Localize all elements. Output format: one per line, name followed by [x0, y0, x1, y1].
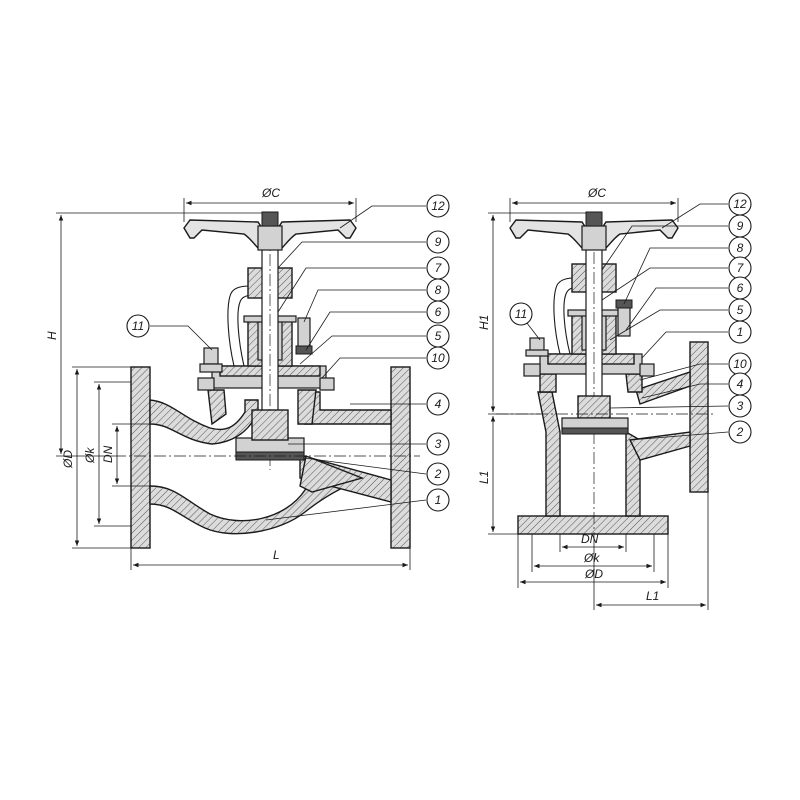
right-handwheel-nut	[585, 211, 603, 227]
right-dim-length-horizontal: L1	[646, 589, 659, 603]
svg-text:9: 9	[737, 219, 744, 233]
right-handwheel-hub	[581, 225, 607, 251]
left-bolt-washer	[199, 363, 223, 373]
left-dim-bolt-circle: Øk	[83, 447, 97, 464]
right-balloon-5: 5	[728, 298, 752, 322]
left-outlet-flange	[390, 366, 411, 549]
svg-text:6: 6	[435, 305, 442, 319]
right-dim-length-vertical: L1	[477, 471, 491, 484]
left-handwheel-nut	[261, 211, 279, 227]
right-dim-height: H1	[477, 315, 491, 330]
left-gland-nut	[295, 345, 313, 355]
svg-text:8: 8	[737, 241, 744, 255]
svg-text:10: 10	[431, 351, 445, 365]
svg-text:2: 2	[434, 467, 442, 481]
right-balloon-7: 7	[728, 256, 752, 280]
left-disc-holder	[251, 409, 289, 441]
left-dim-flange-diameter: ØD	[61, 450, 75, 469]
svg-text:5: 5	[435, 329, 442, 343]
right-disc-holder	[577, 395, 611, 419]
left-balloon-12: 12	[426, 194, 450, 218]
left-body-neck-left	[207, 389, 227, 426]
right-bolt-washer	[525, 349, 549, 357]
left-balloon-10: 10	[426, 346, 450, 370]
right-balloons: 12 9 8 7 6 5 1 10 4 3 2 11	[509, 192, 752, 444]
left-balloon-2: 2	[426, 462, 450, 486]
right-balloon-1: 1	[728, 320, 752, 344]
right-balloon-8: 8	[728, 236, 752, 260]
right-balloon-12: 12	[728, 192, 752, 216]
svg-text:4: 4	[435, 397, 442, 411]
right-dim-nominal-diameter: DN	[581, 532, 599, 546]
right-balloon-6: 6	[728, 276, 752, 300]
right-balloon-11: 11	[509, 302, 533, 326]
left-body-seat-partition	[299, 455, 365, 493]
svg-text:11: 11	[515, 307, 527, 321]
svg-text:6: 6	[737, 281, 744, 295]
left-balloon-6: 6	[426, 300, 450, 324]
right-balloon-9: 9	[728, 214, 752, 238]
svg-text:12: 12	[431, 199, 445, 213]
right-bottom-flange	[517, 515, 669, 535]
right-view	[496, 211, 716, 540]
left-view	[114, 211, 420, 549]
left-handwheel-hub	[257, 225, 283, 251]
left-body-upper-wall	[149, 399, 259, 445]
left-cover-bolt-left	[197, 377, 215, 391]
left-balloons: 12 9 7 8 6 5 10 4 3 2 1 11	[126, 194, 450, 521]
svg-text:4: 4	[737, 377, 744, 391]
left-dim-height: H	[45, 331, 59, 340]
right-disc-seal	[561, 427, 629, 435]
left-balloon-1: 1	[426, 488, 450, 512]
right-balloon-2: 2	[728, 420, 752, 444]
svg-text:9: 9	[435, 235, 442, 249]
left-inlet-flange	[130, 366, 151, 549]
right-balloon-4: 4	[728, 372, 752, 396]
left-balloon-7: 7	[426, 256, 450, 280]
right-body-left-wall	[537, 391, 561, 517]
right-cover-bolt-left	[523, 363, 541, 377]
right-side-flange	[689, 341, 709, 493]
svg-text:12: 12	[733, 197, 747, 211]
left-body-upper-right	[304, 391, 392, 425]
svg-text:5: 5	[737, 303, 744, 317]
svg-text:1: 1	[737, 325, 744, 339]
right-dimensions: ØC H1 L1 DN Øk ØD L1	[477, 186, 709, 610]
left-body-neck-right	[297, 389, 317, 425]
left-balloon-11: 11	[126, 314, 150, 338]
left-dim-nominal-diameter: DN	[101, 445, 115, 463]
left-dim-length: L	[273, 548, 280, 562]
left-balloon-4: 4	[426, 392, 450, 416]
left-balloon-3: 3	[426, 432, 450, 456]
left-balloon-8: 8	[426, 278, 450, 302]
svg-text:7: 7	[737, 261, 745, 275]
left-dim-handwheel-diameter: ØC	[261, 186, 280, 200]
right-balloon-10: 10	[728, 352, 752, 376]
right-cover-bolt-right	[639, 363, 655, 377]
right-dim-handwheel-diameter: ØC	[587, 186, 606, 200]
svg-text:7: 7	[435, 261, 443, 275]
svg-text:3: 3	[737, 399, 744, 413]
left-cover-bolt-right	[319, 377, 335, 391]
left-bolt-nut	[203, 347, 219, 365]
right-balloon-3: 3	[728, 394, 752, 418]
left-dimensions: ØC H ØD Øk DN L	[45, 186, 411, 570]
svg-text:8: 8	[435, 283, 442, 297]
svg-text:11: 11	[132, 319, 144, 333]
svg-text:3: 3	[435, 437, 442, 451]
svg-text:2: 2	[736, 425, 744, 439]
svg-text:1: 1	[435, 493, 442, 507]
left-balloon-5: 5	[426, 324, 450, 348]
svg-text:10: 10	[733, 357, 747, 371]
right-dim-bolt-circle: Øk	[583, 551, 600, 565]
left-gland-bolt	[297, 317, 311, 351]
left-balloon-9: 9	[426, 230, 450, 254]
